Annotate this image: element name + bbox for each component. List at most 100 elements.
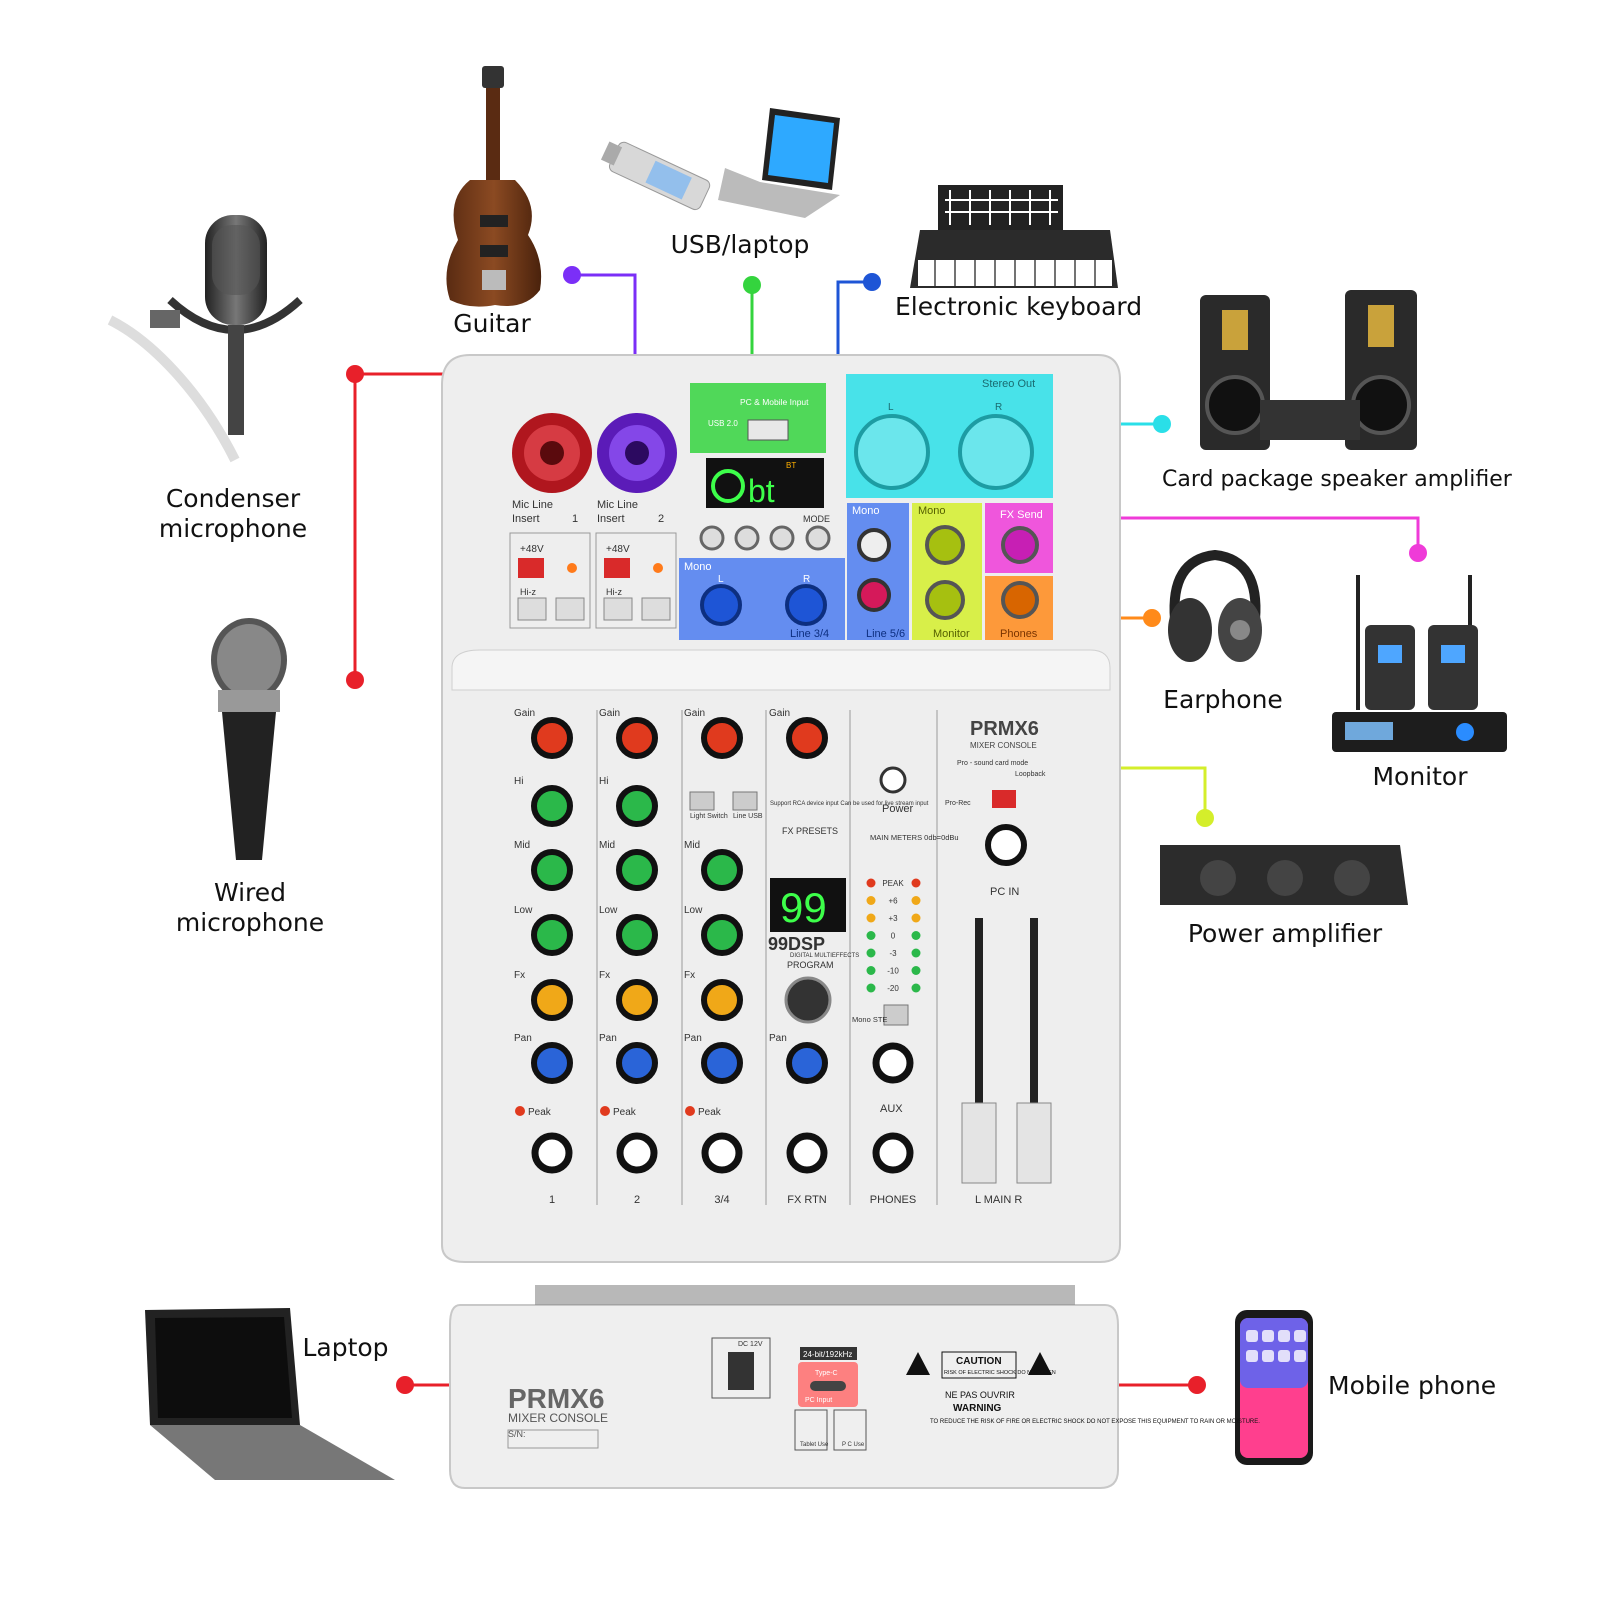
xlr-out-right[interactable]: [958, 414, 1034, 490]
power-label: Power: [882, 803, 914, 815]
knob-gain-ch3[interactable]: [701, 717, 743, 759]
knob-mid-ch1[interactable]: [531, 849, 573, 891]
pc-in-knob[interactable]: [985, 824, 1027, 866]
peak-label-ch1: Peak: [528, 1107, 552, 1118]
condenser-microphone-icon: [107, 215, 303, 463]
meter-led-r-6: [911, 983, 921, 993]
aux-knob[interactable]: [872, 1042, 914, 1084]
mode-button[interactable]: [805, 525, 831, 551]
meter-led-l-2: [866, 913, 876, 923]
phones-jack[interactable]: [1001, 581, 1039, 619]
label-fx-ch3: Fx: [684, 970, 695, 981]
knob-fx-ch2[interactable]: [616, 979, 658, 1021]
line-3-jack[interactable]: [700, 584, 742, 626]
warning-text: TO REDUCE THE RISK OF FIRE OR ELECTRIC S…: [930, 1419, 1260, 1425]
label-mid-ch2: Mid: [599, 840, 615, 851]
program-encoder[interactable]: [784, 976, 832, 1024]
meter-level-label-1: +6: [888, 897, 898, 906]
rca-left[interactable]: [857, 528, 891, 562]
meter-led-l-6: [866, 983, 876, 993]
knob-pan-ch3[interactable]: [701, 1042, 743, 1084]
phantom-button-1[interactable]: [518, 558, 544, 578]
electronic-keyboard-icon: [910, 185, 1118, 288]
usb-port[interactable]: [747, 419, 789, 441]
pro-rec-label: Pro-Rec: [945, 800, 971, 807]
sn-label: S/N:: [508, 1429, 526, 1439]
fx-send-jack[interactable]: [1001, 526, 1039, 564]
label-mid-ch3: Mid: [684, 840, 700, 851]
meter-led-l-4: [866, 948, 876, 958]
main-fader-left[interactable]: [961, 1102, 997, 1184]
level-knob-ch4[interactable]: [786, 1132, 828, 1174]
hiz-label-1: Hi-z: [520, 587, 536, 597]
peak-led-ch3: [685, 1106, 695, 1116]
meter-level-label-6: -20: [887, 984, 899, 993]
phantom-button-2[interactable]: [604, 558, 630, 578]
light-switch-label: Light Switch: [690, 813, 728, 820]
dsp-logo: 99DSP: [768, 934, 825, 954]
rca-right[interactable]: [857, 578, 891, 612]
knob-hi-ch1[interactable]: [531, 785, 573, 827]
knob-mid-ch2[interactable]: [616, 849, 658, 891]
knob-pan-ch1[interactable]: [531, 1042, 573, 1084]
knob-low-ch2[interactable]: [616, 914, 658, 956]
dc-jack[interactable]: [728, 1352, 754, 1390]
knob-gain-ch1[interactable]: [531, 717, 573, 759]
mono-ste-button[interactable]: [883, 1004, 909, 1026]
pro-rec-button[interactable]: [992, 790, 1016, 808]
knob-pan-ch4[interactable]: [786, 1042, 828, 1084]
peak-label-ch3: Peak: [698, 1107, 722, 1118]
sn-box: [507, 1429, 599, 1449]
phantom-led-1: [567, 563, 577, 573]
hiz-button-2[interactable]: [603, 597, 633, 621]
level-knob-ch1[interactable]: [531, 1132, 573, 1174]
french-warning: NE PAS OUVRIR: [945, 1390, 1015, 1400]
xlr-out-left[interactable]: [854, 414, 930, 490]
lowcut-button-2[interactable]: [641, 597, 671, 621]
hiz-button-1[interactable]: [517, 597, 547, 621]
monitor-left-jack[interactable]: [925, 525, 965, 565]
knob-gain-ch2[interactable]: [616, 717, 658, 759]
electronic-keyboard-label: Electronic keyboard: [895, 292, 1143, 321]
level-knob-ch2[interactable]: [616, 1132, 658, 1174]
knob-low-ch1[interactable]: [531, 914, 573, 956]
knob-pan-ch2[interactable]: [616, 1042, 658, 1084]
warning-triangle-left-icon: [906, 1352, 930, 1375]
meter-level-label-5: -10: [887, 967, 899, 976]
level-knob-ch3[interactable]: [701, 1132, 743, 1174]
knob-fx-ch3[interactable]: [701, 979, 743, 1021]
bitrate-label: 24-bit/192kHz: [803, 1350, 852, 1359]
meter-led-r-1: [911, 896, 921, 905]
knob-hi-ch2[interactable]: [616, 785, 658, 827]
lowcut-button-1[interactable]: [555, 597, 585, 621]
play-pause-button[interactable]: [734, 525, 760, 551]
light-switch-button[interactable]: [689, 791, 715, 811]
fx-display: [770, 878, 846, 932]
wired-microphone-icon: [211, 618, 287, 860]
knob-gain-ch4[interactable]: [786, 717, 828, 759]
dsp-subtitle: DIGITAL MULTIEFFECTS: [790, 953, 859, 959]
knob-low-ch3[interactable]: [701, 914, 743, 956]
channel-label-5: PHONES: [870, 1194, 916, 1206]
knob-fx-ch1[interactable]: [531, 979, 573, 1021]
caution-box: [941, 1351, 1017, 1379]
type-c-port[interactable]: [810, 1381, 846, 1391]
pc-in-label: PC IN: [990, 886, 1019, 898]
combo-input-2[interactable]: [597, 413, 677, 493]
phones-level-knob[interactable]: [872, 1132, 914, 1174]
monitor-label: Monitor: [1372, 762, 1468, 791]
main-fader-right[interactable]: [1016, 1102, 1052, 1184]
previous-button[interactable]: [699, 525, 725, 551]
power-amplifier-label: Power amplifier: [1187, 919, 1383, 948]
line-4-jack[interactable]: [785, 584, 827, 626]
speaker-system-icon: [1200, 290, 1417, 450]
mobile-phone-icon: [1235, 1310, 1313, 1465]
knob-mid-ch3[interactable]: [701, 849, 743, 891]
line-34-mono-label: Mono: [684, 561, 712, 573]
combo-input-1[interactable]: [512, 413, 592, 493]
next-button[interactable]: [769, 525, 795, 551]
condenser-microphone-label: Condenser microphone: [158, 484, 308, 543]
monitor-right-jack[interactable]: [925, 580, 965, 620]
line-usb-button[interactable]: [732, 791, 758, 811]
